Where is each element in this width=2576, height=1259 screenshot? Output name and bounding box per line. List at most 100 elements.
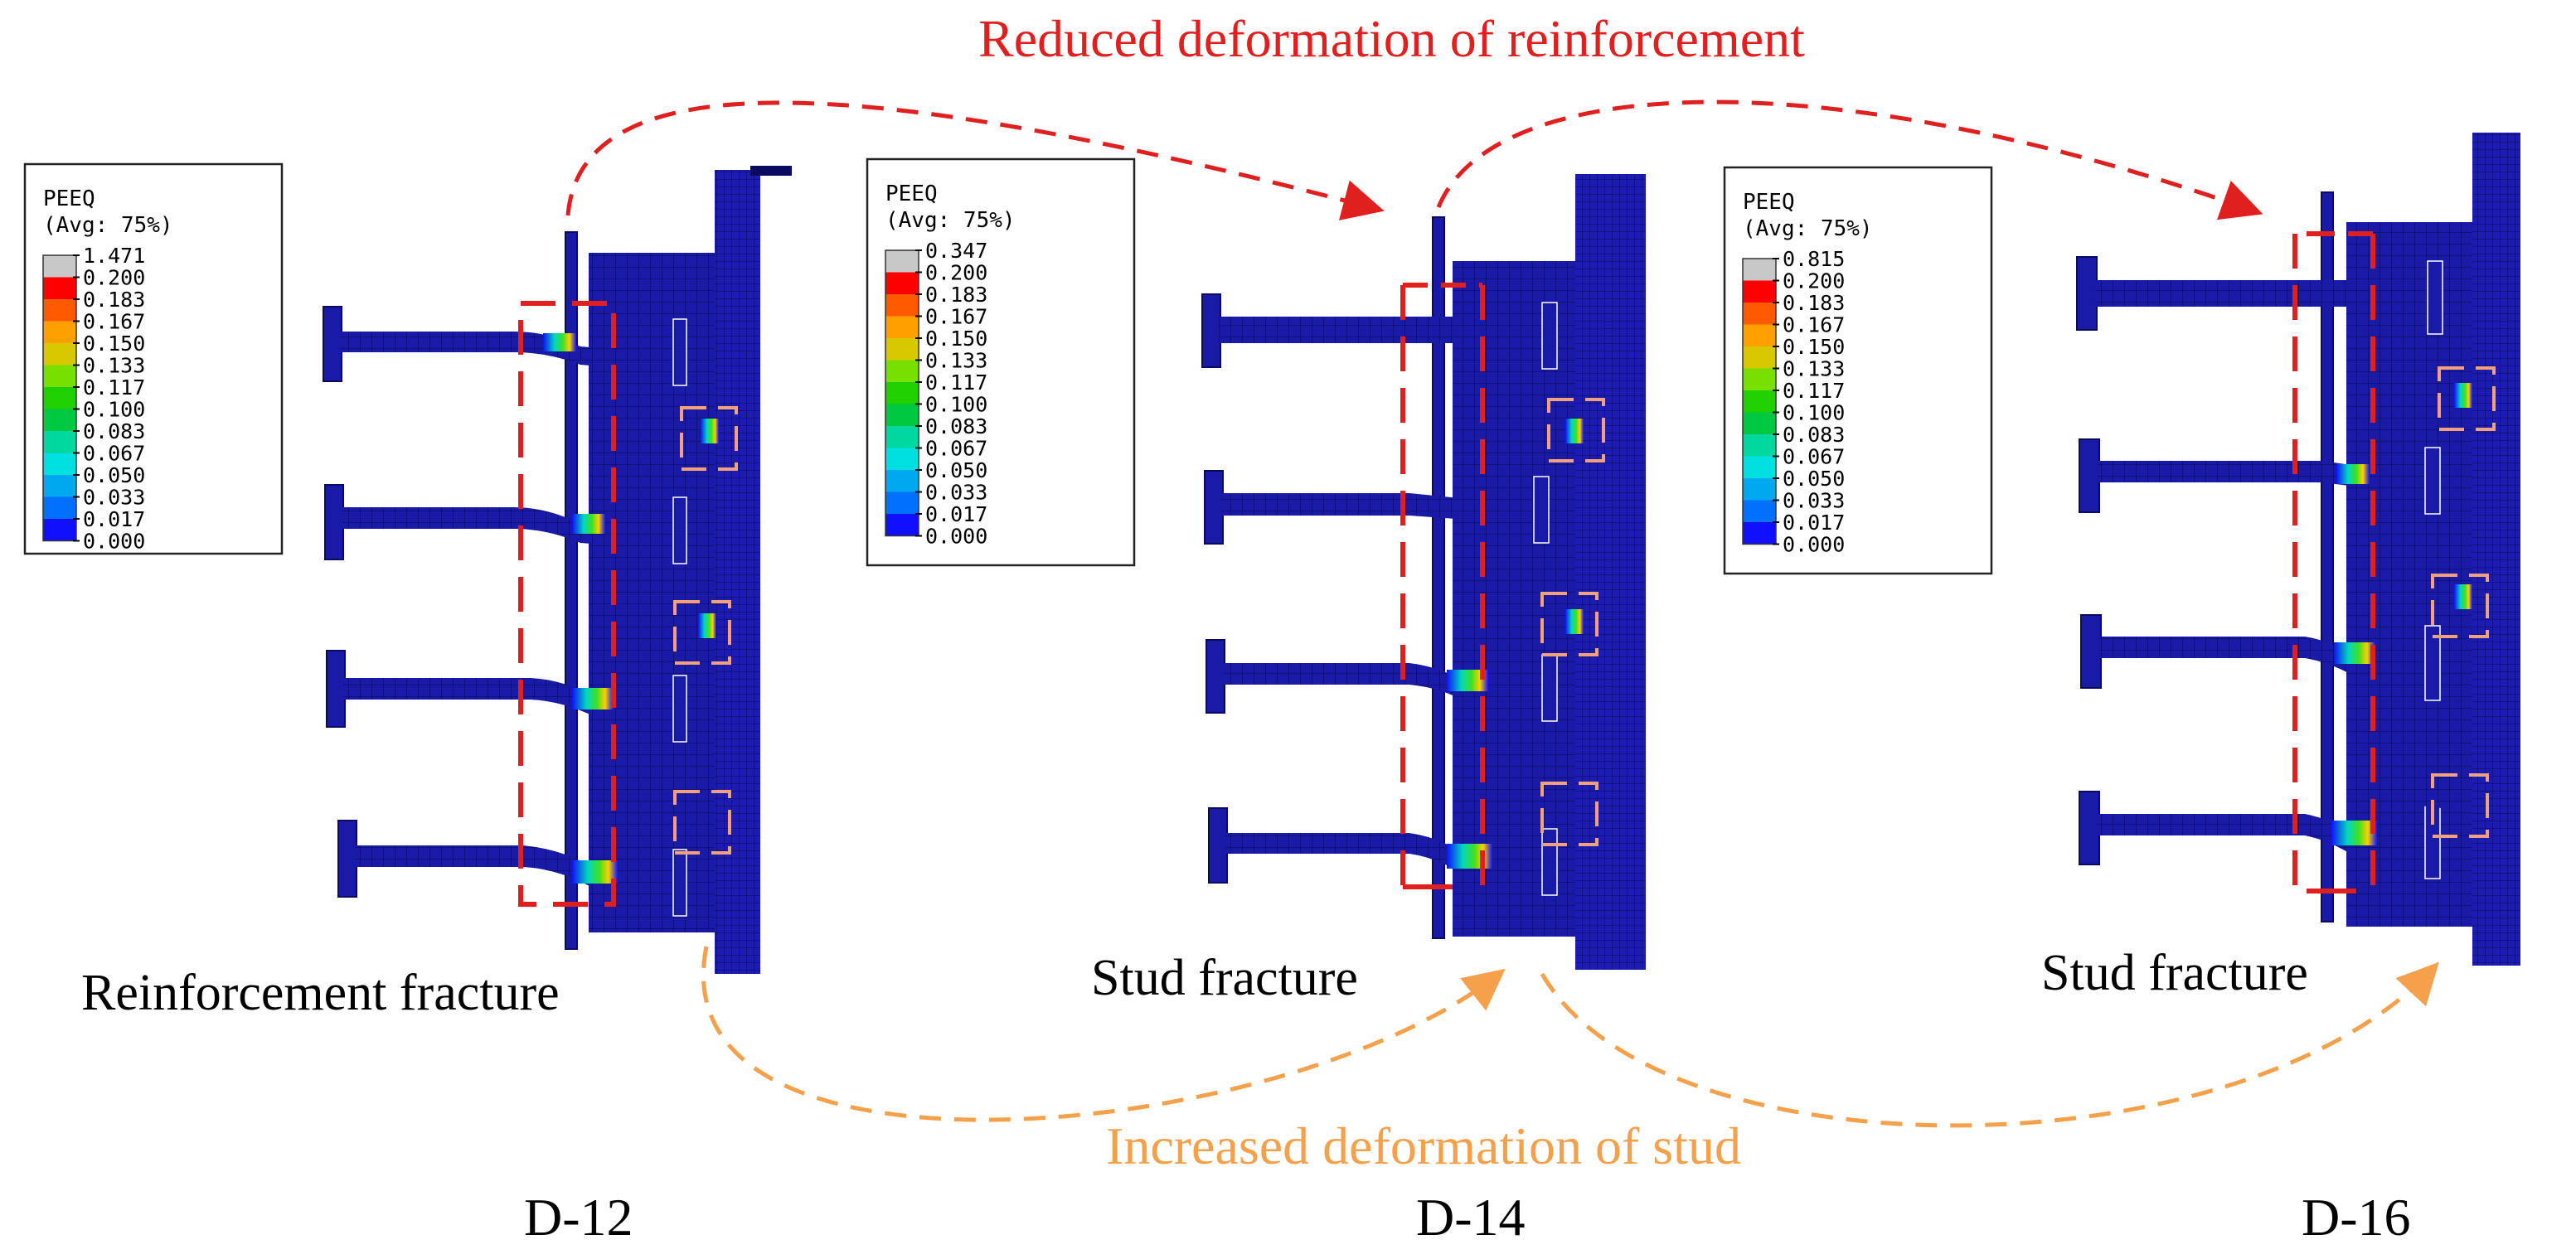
legend-value: 0.100 [83, 398, 145, 422]
legend-swatch [885, 316, 919, 338]
legend-value: 0.133 [1783, 357, 1845, 381]
legend-title: PEEQ [885, 182, 938, 206]
legend-value: 0.815 [1783, 247, 1845, 271]
legend-d12: PEEQ (Avg: 75%) 1.4710.2000.1830.1670.15… [23, 162, 284, 555]
legend-values: 1.4710.2000.1830.1670.1500.1330.1170.100… [73, 244, 145, 554]
legend-swatch [885, 272, 919, 294]
legend-value: 0.000 [925, 525, 987, 549]
legend-swatch [1743, 368, 1776, 390]
fracture-label-d12: Reinforcement fracture [81, 965, 560, 1021]
legend-swatches [885, 249, 919, 537]
legend-swatch [885, 470, 919, 492]
highlight-boxes [1540, 398, 1605, 846]
panel-title-d16: D-16 [2302, 1188, 2411, 1247]
legend-swatches [42, 254, 77, 542]
fracture-label-d16: Stud fracture [2041, 945, 2308, 1001]
legend-swatch [43, 519, 76, 541]
legend-value: 0.067 [83, 442, 145, 466]
legend-swatch-outline [1742, 258, 1777, 545]
legend-swatches [1742, 258, 1777, 545]
legend-swatch [43, 475, 76, 497]
legend-value: 0.067 [925, 437, 987, 461]
reinforcement-region-box [2292, 231, 2375, 893]
legend-swatch [885, 250, 919, 273]
reinforcement-bar [2321, 191, 2334, 922]
legend-value: 0.150 [1783, 335, 1845, 359]
legend-subtitle: (Avg: 75%) [1743, 216, 1873, 241]
legend-value: 1.471 [83, 244, 145, 268]
arrow-d14-to-d16 [1436, 99, 2263, 220]
reinforcement-region-box [518, 301, 616, 907]
steel-flange [750, 166, 792, 176]
legend-swatch [1743, 522, 1776, 545]
legend-value: 0.200 [83, 266, 145, 290]
bottom-arrows [701, 946, 2439, 1128]
legend-value: 0.117 [83, 375, 145, 399]
legend-value: 0.150 [925, 327, 987, 351]
legend-swatch [43, 299, 76, 322]
legend-value: 0.200 [1783, 269, 1845, 293]
legend-swatch [43, 365, 76, 387]
legend-value: 0.150 [83, 332, 145, 356]
top-arrows [565, 99, 2263, 220]
legend-value: 0.017 [1783, 511, 1845, 535]
legend-values: 0.8150.2000.1830.1670.1500.1330.1170.100… [1773, 247, 1845, 557]
legend-value: 0.083 [925, 414, 987, 438]
legend-swatch [43, 453, 76, 475]
stud [323, 306, 687, 386]
stud [1208, 807, 1558, 896]
stud [2079, 438, 2441, 515]
legend-d14: PEEQ (Avg: 75%) 0.3470.2000.1830.1670.15… [866, 157, 1136, 567]
legend-value: 0.167 [83, 310, 145, 334]
panel-title-d12: D-12 [524, 1188, 633, 1247]
legend-value: 0.000 [1783, 533, 1845, 557]
legend-swatch [1743, 500, 1776, 522]
legend-value: 0.117 [1783, 379, 1845, 403]
legend-value: 0.117 [925, 370, 987, 395]
legend-swatch [1743, 324, 1776, 346]
legend-value: 0.183 [925, 283, 987, 307]
legend-swatch [1743, 434, 1776, 457]
legend-swatch [885, 404, 919, 426]
legend-d16: PEEQ (Avg: 75%) 0.8150.2000.1830.1670.15… [1723, 166, 1993, 575]
legend-swatch [885, 491, 919, 514]
legend-value: 0.067 [1783, 445, 1845, 469]
legend-swatch [43, 277, 76, 299]
legend-value: 0.050 [83, 463, 145, 487]
legend-subtitle: (Avg: 75%) [885, 208, 1016, 233]
legend-value: 0.083 [1783, 423, 1845, 447]
legend-value: 0.133 [925, 349, 987, 373]
legend-value: 0.050 [925, 458, 987, 482]
legend-swatch-outline [42, 254, 77, 542]
legend-value: 0.167 [1783, 313, 1845, 337]
reinforcement-bar [565, 231, 578, 950]
legend-title: PEEQ [1743, 190, 1795, 215]
stud [324, 484, 687, 564]
highlight-boxes [2431, 366, 2496, 838]
legend-value: 0.050 [1783, 467, 1845, 491]
arrow-d12-to-d14-bottom [701, 946, 1506, 1122]
legend-value: 0.167 [925, 305, 987, 329]
top-annotation-label: Reduced deformation of reinforcement [978, 9, 1805, 68]
stud [337, 820, 687, 917]
legend-value: 0.347 [925, 239, 987, 263]
highlight-boxes [673, 406, 738, 855]
bottom-annotation-label: Increased deformation of stud [1106, 1116, 1741, 1175]
stud [326, 650, 687, 743]
panel-d14: PEEQ (Avg: 75%) 0.3470.2000.1830.1670.15… [866, 157, 1646, 1247]
steel-plate [2472, 133, 2520, 966]
stud [2079, 791, 2441, 879]
legend-swatch [1743, 390, 1776, 413]
legend-swatch [1743, 346, 1776, 369]
legend-value: 0.200 [925, 261, 987, 285]
concrete-block [2346, 222, 2487, 927]
legend-swatch [43, 409, 76, 431]
legend-value: 0.133 [83, 354, 145, 378]
legend-swatch [1743, 259, 1776, 281]
panel-title-d14: D-14 [1416, 1188, 1526, 1247]
legend-value: 0.033 [1783, 489, 1845, 513]
legend-swatch [1743, 478, 1776, 501]
legend-value: 0.033 [925, 481, 987, 505]
stud-group [1201, 293, 1584, 896]
